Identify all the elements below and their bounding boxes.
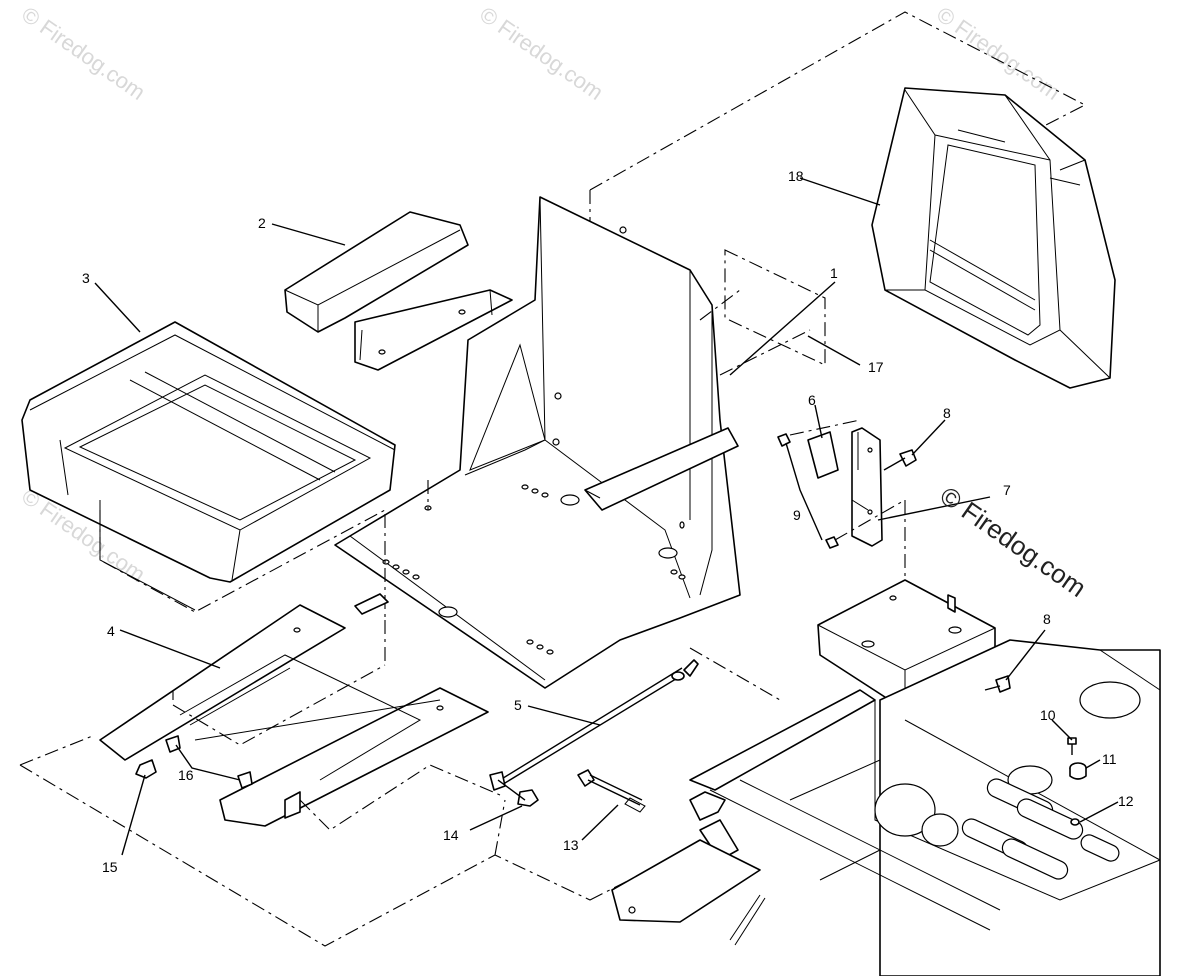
seat-pan (334, 196, 741, 689)
callout-4: 4 (107, 623, 115, 639)
nut-16a (165, 735, 181, 753)
seat-cushion (21, 321, 396, 611)
decal-outline (724, 249, 826, 366)
watermark-top-right: © Firedog.com (932, 2, 1065, 105)
leader-4 (119, 629, 221, 669)
mount-alignment-line (19, 734, 666, 947)
rod-line (689, 647, 781, 701)
leader-8-lower (1005, 629, 1046, 681)
decal-hidden-edge (699, 289, 811, 376)
adjustment-rod (489, 659, 699, 791)
callout-1: 1 (830, 265, 838, 281)
armrest (284, 211, 513, 371)
bracket-7-outline (789, 419, 906, 541)
bolt-8-upper (883, 449, 917, 471)
bracket-7 (851, 427, 883, 547)
nut-16b (237, 771, 253, 789)
bolt-8-lower (984, 675, 1011, 693)
seat-slide-rails (99, 593, 489, 827)
callout-9: 9 (793, 507, 801, 523)
callout-7: 7 (1003, 482, 1011, 498)
cushion-mount-line (99, 509, 386, 620)
leader-7 (877, 496, 991, 521)
callout-17: 17 (868, 359, 884, 375)
leader-5 (527, 705, 601, 726)
seat-latch-hardware (611, 791, 766, 946)
leader-9 (785, 442, 823, 541)
leader-17 (807, 335, 861, 366)
callout-11: 11 (1102, 751, 1117, 767)
leader-13 (581, 804, 619, 841)
leader-6 (814, 404, 823, 439)
leader-18 (799, 177, 881, 206)
leader-15 (121, 774, 146, 856)
nut-15 (135, 759, 157, 779)
leader-8-upper (911, 419, 946, 456)
callout-10: 10 (1040, 707, 1056, 723)
nut-9b (825, 536, 839, 549)
leader-2 (271, 223, 346, 246)
bolt-14 (497, 779, 539, 807)
leader-16 (175, 744, 241, 781)
rail-mount-line (172, 620, 386, 746)
callout-13: 13 (563, 837, 579, 853)
washer-12 (1070, 818, 1080, 826)
callout-12: 12 (1118, 793, 1134, 809)
leader-10 (1051, 719, 1073, 741)
callout-5: 5 (514, 697, 522, 713)
callout-14: 14 (443, 827, 459, 843)
leader-12 (1079, 801, 1119, 823)
callout-8-lower: 8 (1043, 611, 1051, 627)
screw-10 (1067, 737, 1077, 755)
tractor-frame (709, 639, 1161, 976)
spacer-11 (1069, 762, 1087, 780)
callout-16: 16 (178, 767, 194, 783)
callout-2: 2 (258, 215, 266, 231)
mounting-plate-6 (807, 431, 839, 479)
callout-15: 15 (102, 859, 118, 875)
callout-3: 3 (82, 270, 90, 286)
callout-8-upper: 8 (943, 405, 951, 421)
leader-14 (469, 805, 523, 831)
leader-11 (1085, 759, 1101, 769)
seat-side-bracket (584, 427, 739, 511)
leader-1 (729, 281, 836, 376)
callout-18: 18 (788, 168, 804, 184)
watermark-prominent: © Firedog.com (935, 480, 1092, 603)
callout-6: 6 (808, 392, 816, 408)
backrest-cushion (871, 87, 1116, 389)
rail-lower-line (299, 764, 501, 831)
bolt-13 (577, 769, 646, 813)
leader-3 (94, 282, 141, 333)
watermark-top-left: © Firedog.com (17, 2, 150, 105)
watermark-top-center: © Firedog.com (475, 2, 608, 105)
nut-9a (777, 433, 791, 447)
